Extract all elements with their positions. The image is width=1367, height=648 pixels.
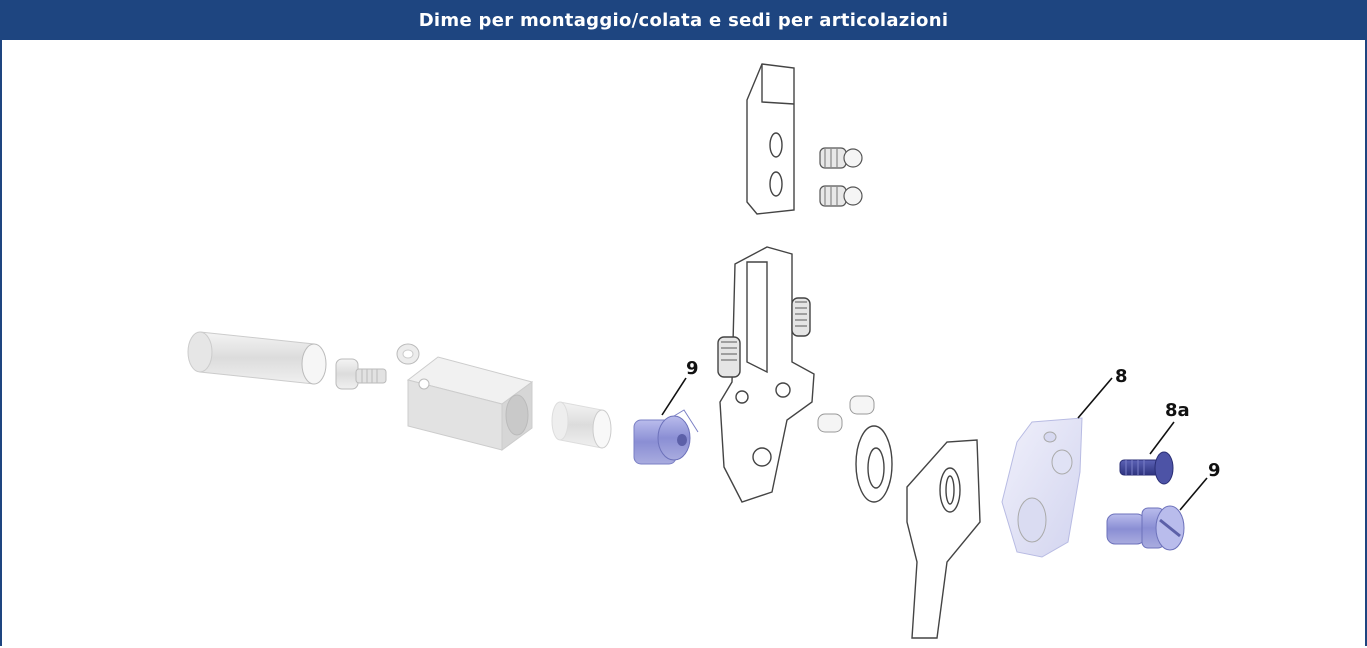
small-screw-part <box>335 358 387 390</box>
leader-line-8 <box>1077 377 1113 419</box>
pin-part-9 <box>1106 505 1185 551</box>
hinge-body-part <box>717 246 815 503</box>
callout-label: 8a <box>1165 400 1190 421</box>
leader-line-9-right <box>1179 477 1208 511</box>
pins-part <box>817 395 875 433</box>
lever-arm-part <box>906 439 981 639</box>
top-screws-part <box>819 147 863 207</box>
block-part <box>406 356 534 451</box>
nut-part <box>396 343 420 365</box>
callout-label: 9 <box>1208 460 1221 481</box>
washer-part <box>855 425 893 503</box>
clamp-bar-part <box>746 63 795 215</box>
exploded-assembly-drawing: 9 <box>187 63 1221 639</box>
plate-part-8 <box>1001 417 1083 558</box>
callout-label: 8 <box>1115 366 1128 387</box>
leader-line-8a <box>1149 421 1175 455</box>
sleeve-part <box>551 401 612 449</box>
screw-part-8a <box>1119 451 1174 485</box>
page-title: Dime per montaggio/colata e sedi per art… <box>2 2 1365 40</box>
rod-part <box>187 331 327 385</box>
leader-line-9-left <box>661 377 687 416</box>
callout-label: 9 <box>686 358 699 379</box>
bushing-part-9 <box>633 409 699 465</box>
